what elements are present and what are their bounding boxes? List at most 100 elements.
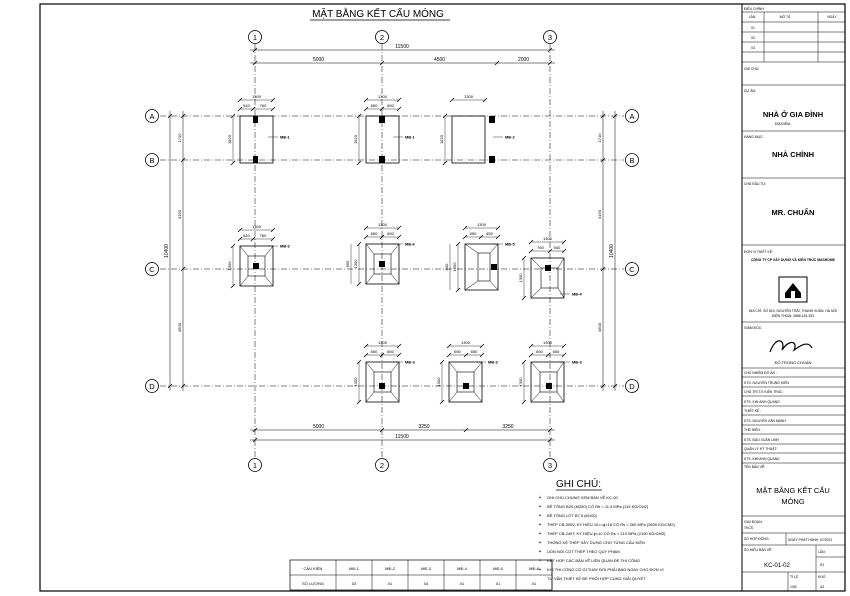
grid-bubble bbox=[248, 30, 262, 44]
dim-tick bbox=[396, 225, 402, 231]
dim-tick bbox=[561, 352, 567, 358]
footing-outline bbox=[239, 245, 274, 287]
grid-bubble bbox=[375, 458, 389, 472]
dim-tick bbox=[442, 113, 448, 119]
footing-slope bbox=[365, 361, 375, 373]
dim-tick bbox=[270, 106, 276, 112]
title-block-text: KTS. NGUYỄN VĂN MẠNH bbox=[744, 418, 786, 423]
dim-text: 5000 bbox=[313, 57, 324, 63]
dim-text: 1300 bbox=[518, 377, 523, 387]
dim-tick bbox=[252, 427, 258, 433]
dim-tick bbox=[230, 243, 236, 249]
dim-tick bbox=[396, 234, 402, 240]
title-block-text: 1/50 bbox=[790, 585, 797, 589]
title-block-text: KTS. ĐÀO XUÂN LINH bbox=[744, 438, 779, 442]
logo-house-icon bbox=[785, 283, 801, 298]
grid-bubble bbox=[145, 379, 159, 393]
grid-bubble-label: A bbox=[149, 112, 154, 121]
footing-slope bbox=[530, 257, 542, 269]
dim-text: 1300 bbox=[518, 273, 523, 283]
note-bullet: + bbox=[539, 567, 542, 573]
title-block-text: CHỦ NHIỆM ĐỒ ÁN : bbox=[744, 370, 777, 375]
footing-slope bbox=[239, 245, 249, 257]
grid-bubble-label: 1 bbox=[253, 33, 257, 42]
footing-label: MĐ-1 bbox=[280, 135, 291, 140]
dim-tick bbox=[463, 352, 469, 358]
grid-bubble-label: 2 bbox=[380, 461, 384, 470]
dim-text: 650 bbox=[536, 349, 543, 354]
title-block-text: KTS. NGUYỄN TRUNG KIÊN bbox=[744, 380, 789, 385]
grid-bubble-label: D bbox=[149, 382, 155, 391]
note-item: TƯ VẤN THIẾT KẾ ĐỂ PHỐI HỢP CÙNG GIẢI QU… bbox=[547, 576, 646, 581]
grid-bubble bbox=[375, 30, 389, 44]
title-block-text: NGÀY bbox=[827, 15, 837, 19]
table-cell: 04 bbox=[424, 581, 429, 586]
dim-tick bbox=[379, 60, 385, 66]
dim-text: 1820 bbox=[439, 134, 444, 144]
dim-tick bbox=[521, 255, 527, 261]
dim-text: 3250 bbox=[502, 424, 513, 430]
dim-text: 540 bbox=[243, 233, 250, 238]
dim-tick bbox=[356, 241, 362, 247]
title-block-text: DỰ ÁN: bbox=[744, 89, 756, 93]
title-block-text: CHỦ TRÌ T.K KIẾN TRÚC : bbox=[744, 389, 785, 394]
title-block-text: ĐIỀU CHỈNH bbox=[744, 6, 764, 11]
dim-text: 650 bbox=[454, 349, 461, 354]
dim-text: 4190 bbox=[597, 209, 602, 219]
column-stub bbox=[253, 263, 259, 269]
grid-bubble-label: 2 bbox=[380, 33, 384, 42]
title-block-text: CHỦ ĐẦU TƯ: bbox=[744, 181, 766, 186]
dim-tick bbox=[252, 47, 258, 53]
note-bullet: + bbox=[539, 495, 542, 501]
dim-text: 540 bbox=[554, 245, 561, 250]
dim-tick bbox=[547, 248, 553, 254]
dim-text: 650 bbox=[471, 349, 478, 354]
column-stub bbox=[489, 156, 495, 163]
dim-tick bbox=[252, 60, 258, 66]
grid-bubble bbox=[625, 153, 639, 167]
dim-text: 1300 bbox=[464, 94, 474, 99]
title-block-text: A3 bbox=[820, 585, 824, 589]
title-block-text: GIAI ĐOẠN: bbox=[744, 520, 763, 524]
footing-outline bbox=[365, 243, 400, 285]
note-item: THÉP CB-240T, KÝ HIỆU ϕ<10 CÓ Rs = 210 M… bbox=[547, 531, 666, 536]
dim-text: 760 bbox=[260, 103, 267, 108]
title-block-text: 01 bbox=[751, 26, 755, 30]
title-block-text: MÔ TẢ bbox=[780, 14, 791, 19]
dim-tick bbox=[455, 241, 461, 247]
title-block-text: ĐƠN VỊ THIẾT KẾ: bbox=[744, 249, 773, 254]
table-cell: MĐ-1 bbox=[349, 566, 360, 571]
title-block-text: SỐ HIỆU BẢN VẼ: bbox=[744, 547, 772, 552]
dim-text: 1820 bbox=[227, 134, 232, 144]
table-cell: MĐ-6 bbox=[529, 566, 540, 571]
table-cell: MĐ-2 bbox=[385, 566, 396, 571]
note-bullet: + bbox=[539, 522, 542, 528]
dim-text: 650 bbox=[371, 103, 378, 108]
dim-tick bbox=[446, 343, 452, 349]
footing-slope bbox=[365, 243, 375, 255]
dim-text: 10400 bbox=[609, 244, 615, 258]
dim-tick bbox=[600, 113, 606, 119]
footing-slope bbox=[239, 275, 249, 287]
grid-bubble-label: 3 bbox=[548, 33, 552, 42]
dim-tick bbox=[521, 295, 527, 301]
dim-text: 650 bbox=[387, 349, 394, 354]
dim-tick bbox=[600, 383, 606, 389]
note-item: KẾT HỢP CÁC BẢN VẼ LIÊN QUAN ĐỂ THI CÔNG bbox=[547, 558, 640, 563]
dim-tick bbox=[545, 352, 551, 358]
note-item: GHI CHÚ CHUNG XEM BẢN VẼ KC-00 bbox=[547, 495, 618, 500]
footing-slope bbox=[464, 243, 479, 254]
dim-text: 4500 bbox=[434, 57, 445, 63]
dim-tick bbox=[547, 47, 553, 53]
table-header: SỐ LƯỢNG bbox=[302, 581, 324, 586]
table-cell: 01 bbox=[460, 581, 465, 586]
footing-slope bbox=[264, 245, 274, 257]
dim-tick bbox=[237, 106, 243, 112]
footing-label: MĐ-6 bbox=[405, 242, 416, 247]
